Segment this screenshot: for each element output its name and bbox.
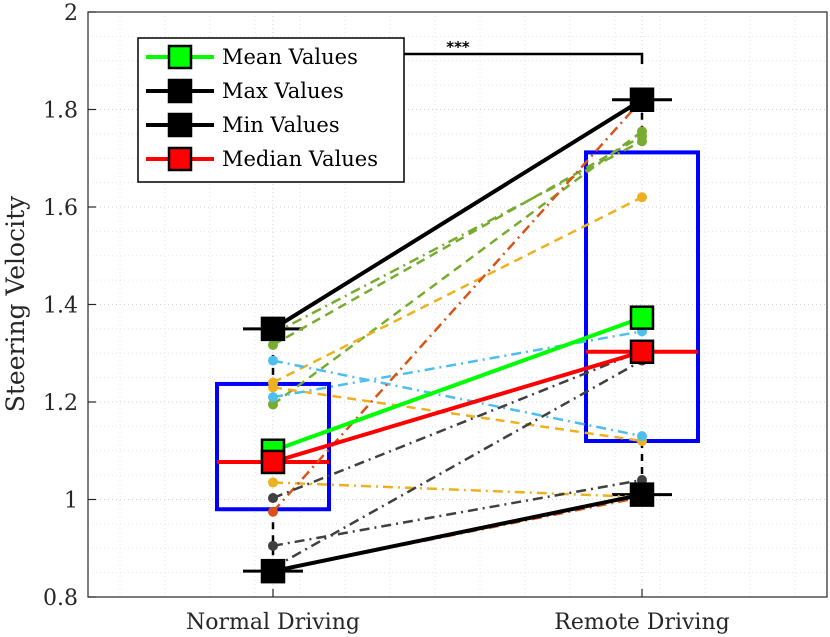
- subject-line: [272, 135, 643, 347]
- y-tick-label: 1.4: [43, 294, 78, 319]
- subject-point: [268, 399, 278, 410]
- y-axis-ticks: 0.8 1 1.2 1.4 1.6 1.8 2: [43, 1, 96, 611]
- summary-line: [271, 98, 644, 331]
- summary-lines: [260, 87, 655, 584]
- summary-line: [272, 492, 643, 574]
- summary-line: [272, 315, 643, 453]
- subject-point: [268, 339, 278, 350]
- legend-marker: [167, 146, 193, 172]
- legend-marker: [167, 112, 193, 138]
- y-tick-label: 1.8: [43, 99, 78, 124]
- subject-point: [268, 477, 278, 488]
- subject-point: [268, 382, 278, 393]
- subject-point: [268, 506, 278, 517]
- legend-label: Median Values: [222, 147, 378, 171]
- subject-line: [272, 478, 643, 548]
- subject-line: [272, 130, 643, 406]
- subject-point: [637, 431, 647, 442]
- x-axis-ticks: Normal Driving Remote Driving: [186, 589, 730, 635]
- subject-line: [272, 196, 643, 384]
- summary-marker: [629, 87, 655, 112]
- subject-point: [268, 392, 278, 403]
- y-tick-label: 1: [64, 489, 78, 514]
- y-tick-label: 2: [64, 1, 78, 26]
- y-axis-label: Steering Velocity: [1, 195, 30, 412]
- subject-line: [272, 481, 643, 499]
- x-tick-label: Normal Driving: [186, 610, 360, 635]
- subject-point: [268, 493, 278, 504]
- subject-line: [272, 359, 643, 569]
- summary-line: [272, 349, 643, 464]
- subject-point: [268, 540, 278, 551]
- summary-marker: [260, 316, 286, 342]
- y-tick-label: 0.8: [43, 586, 78, 611]
- y-tick-label: 1.6: [43, 196, 78, 221]
- subject-point: [637, 192, 647, 203]
- summary-marker: [629, 305, 655, 330]
- subject-point: [268, 355, 278, 366]
- subject-point: [637, 136, 647, 147]
- y-tick-label: 1.2: [43, 391, 78, 416]
- subject-line: [272, 359, 643, 438]
- summary-marker: [260, 558, 286, 584]
- significance-label: ***: [446, 38, 470, 56]
- subject-line: [272, 140, 643, 335]
- legend-label: Max Values: [222, 79, 344, 103]
- x-tick-label: Remote Driving: [554, 610, 729, 635]
- subject-line: [272, 330, 643, 399]
- legend-marker: [167, 78, 193, 104]
- summary-marker: [629, 482, 655, 507]
- legend-label: Mean Values: [222, 45, 358, 69]
- subject-line: [272, 349, 643, 500]
- legend-label: Min Values: [222, 113, 340, 137]
- summary-marker: [629, 339, 655, 365]
- significance-bracket: ***: [402, 38, 644, 64]
- summary-marker: [260, 449, 286, 475]
- legend-marker: [167, 44, 193, 70]
- subject-line: [272, 386, 643, 443]
